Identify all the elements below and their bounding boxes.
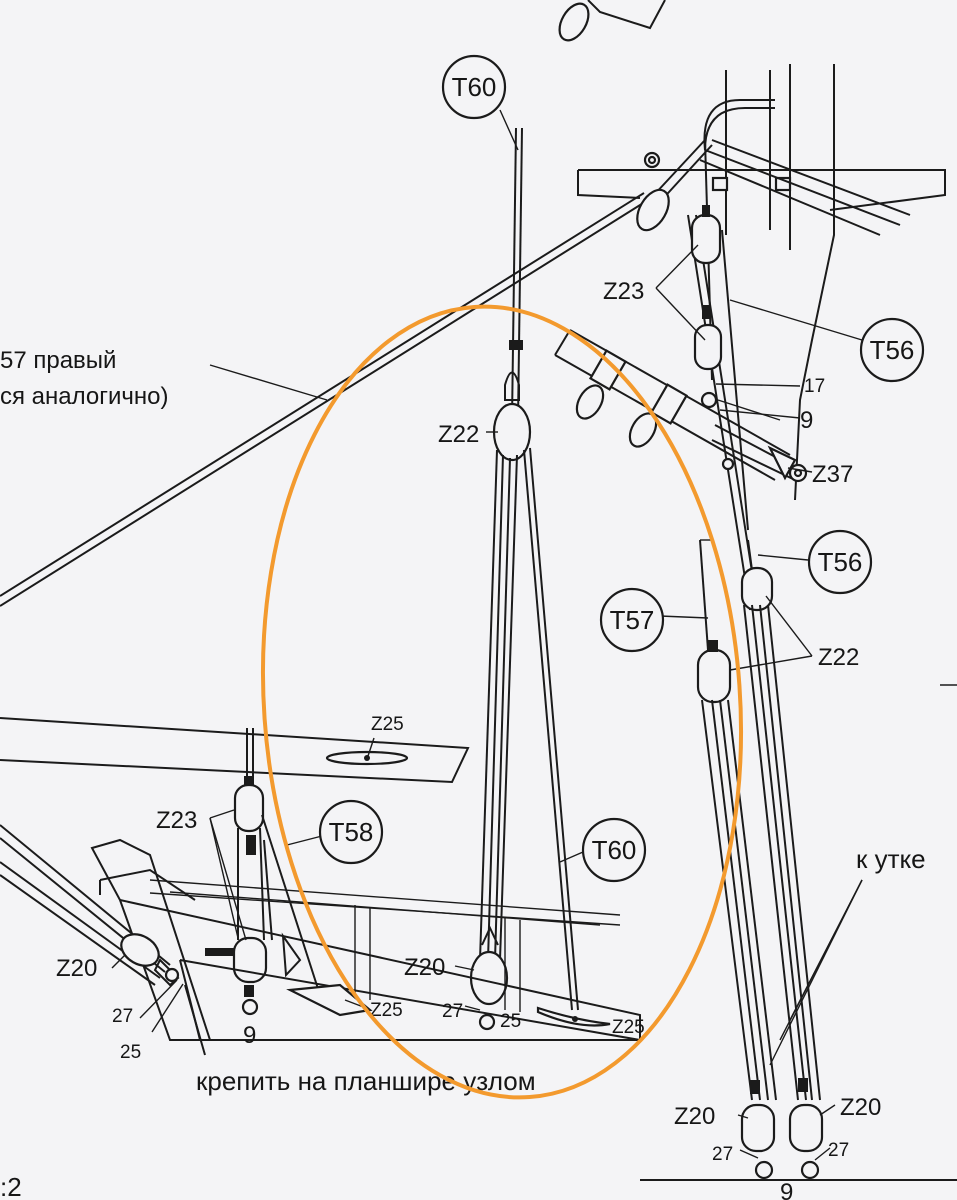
label-Z20-bottom-right: Z20: [840, 1094, 881, 1121]
label-Z20-center: Z20: [404, 954, 445, 981]
lower-left-rigging: [0, 817, 247, 1056]
diagonal-stay: [0, 192, 649, 607]
right-tackles: [640, 539, 957, 1181]
label-25-center: 25: [500, 1011, 521, 1032]
label-T58: T58: [318, 799, 384, 865]
label-Z22-center: Z22: [438, 421, 479, 448]
label-T56-lower-text: T56: [818, 547, 863, 577]
label-T60-top: T60: [441, 54, 507, 120]
highlight-ellipse: [260, 304, 744, 1100]
label-Z20-left: Z20: [56, 955, 97, 982]
pin-rail: [554, 329, 808, 483]
boom: [0, 717, 470, 784]
label-T57: T57: [599, 587, 665, 653]
label-9-top: 9: [800, 407, 813, 434]
label-Z23-top: Z23: [603, 278, 644, 305]
label-9-left: 9: [243, 1022, 256, 1049]
label-Z37: Z37: [812, 461, 853, 488]
note-line-1: 57 правый: [0, 347, 116, 374]
label-T57-text: T57: [610, 605, 655, 635]
label-k-utke: к утке: [856, 844, 926, 874]
label-Z22-right: Z22: [818, 644, 859, 671]
label-T56-upper: T56: [859, 317, 925, 383]
center-tackle: [469, 127, 579, 1031]
label-T60-top-text: T60: [452, 72, 497, 102]
label-27-center: 27: [442, 1001, 463, 1022]
note-line-2: ся аналогично): [0, 383, 169, 410]
top-block-fragment: [558, 0, 666, 42]
label-T56-lower: T56: [807, 529, 873, 595]
deck: [119, 879, 641, 1042]
label-Z23-left: Z23: [156, 807, 197, 834]
scale-label: :2: [0, 1172, 22, 1200]
label-T60-mid: T60: [581, 817, 647, 883]
label-9-bottom: 9: [780, 1179, 793, 1200]
label-27-right-2: 27: [828, 1140, 849, 1161]
label-17: 17: [804, 376, 825, 397]
label-T56-upper-text: T56: [870, 335, 915, 365]
label-27-right: 27: [712, 1144, 733, 1165]
label-Z25-mid: Z25: [370, 1000, 403, 1021]
label-27-left: 27: [112, 1006, 133, 1027]
mast-top: [577, 64, 946, 501]
label-25-left: 25: [120, 1042, 141, 1063]
label-T60-mid-text: T60: [592, 835, 637, 865]
label-T58-text: T58: [329, 817, 374, 847]
label-Z25-top: Z25: [371, 714, 404, 735]
label-Z20-bottom-left: Z20: [674, 1103, 715, 1130]
label-Z25-right: Z25: [612, 1017, 645, 1038]
